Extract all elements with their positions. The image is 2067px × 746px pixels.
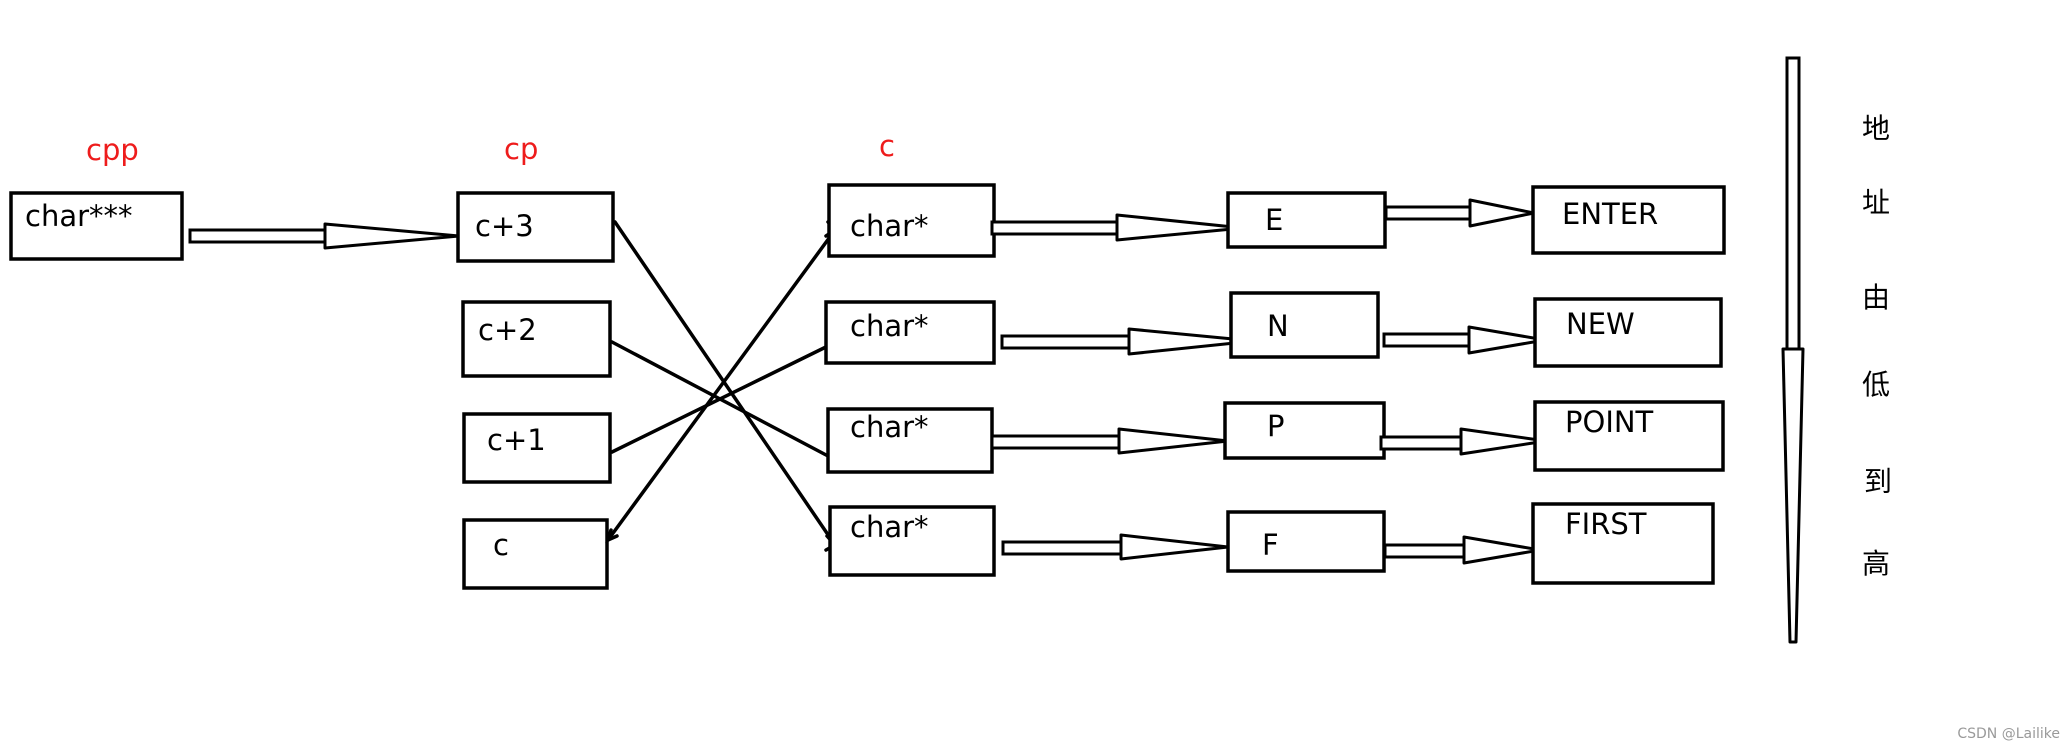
word-box-new: NEW [1533,297,1723,368]
address-char: 址 [1862,186,1890,219]
word-box-point: POINT [1533,400,1725,472]
arrow-letter-to-word-2 [1379,427,1548,456]
label-cp: cp [504,132,538,166]
label-cpp: cpp [86,133,139,167]
address-char: 低 [1862,368,1890,401]
cpp-box: char*** [9,191,184,261]
address-char: 地 [1862,112,1890,145]
c-box-0: char* [827,183,996,258]
label-c: c [879,129,895,163]
line-c [606,228,837,542]
c-box-label: char* [850,309,929,343]
arrow-letter-to-word-1 [1382,325,1547,355]
c-box-1: char* [824,300,996,365]
c-box-label: char* [850,510,929,544]
letter-box-p: P [1223,401,1386,460]
cross-lines [605,220,838,552]
letter-box-e: E [1226,191,1387,249]
tick-c [605,528,619,544]
arrow-c-to-letter-0 [990,213,1245,242]
address-char: 由 [1862,281,1890,314]
letter-box-f: F [1226,510,1386,573]
arrow-letter-to-word-0 [1384,198,1536,228]
cp-box-label: c [493,528,509,562]
cp-box-c-plus-1: c+1 [462,412,612,484]
arrow-c-to-letter-3 [1001,533,1230,561]
cp-box-label: c+2 [478,313,537,347]
address-char: 到 [1864,465,1892,498]
letter-box-label: F [1262,528,1279,562]
letter-box-label: N [1267,309,1289,343]
c-box-2: char* [826,407,994,474]
arrow-c-to-letter-2 [990,427,1230,455]
cp-box-label: c+1 [487,423,546,457]
c-box-3: char* [828,505,996,577]
address-char: 高 [1862,547,1890,580]
cp-box-c: c [462,518,609,590]
line-c-plus-1 [610,342,834,454]
arrow-c-to-letter-1 [1000,327,1256,356]
c-box-label: char* [850,410,929,444]
c-box-label: char* [850,209,929,243]
cp-box-c-plus-2: c+2 [461,300,612,378]
letter-box-label: E [1265,203,1283,237]
cp-box-label: c+3 [475,209,534,243]
address-direction-arrow [1781,56,1805,644]
word-box-enter: ENTER [1531,185,1726,255]
word-box-label: FIRST [1565,507,1647,541]
word-box-label: NEW [1566,307,1635,341]
letter-box-n: N [1229,291,1380,359]
word-box-label: ENTER [1562,197,1658,231]
arrow-cpp-to-cp [188,222,461,250]
address-note: 地 址 由 低 到 高 [1862,112,1892,580]
word-box-first: FIRST [1531,502,1715,585]
watermark: CSDN @Lailike [1957,726,2060,742]
cp-box-c-plus-3: c+3 [456,191,615,263]
letter-box-label: P [1267,409,1285,443]
cpp-box-label: char*** [25,199,133,233]
arrow-letter-to-word-3 [1383,535,1542,565]
word-box-label: POINT [1565,405,1654,439]
line-c-plus-3 [613,220,837,547]
